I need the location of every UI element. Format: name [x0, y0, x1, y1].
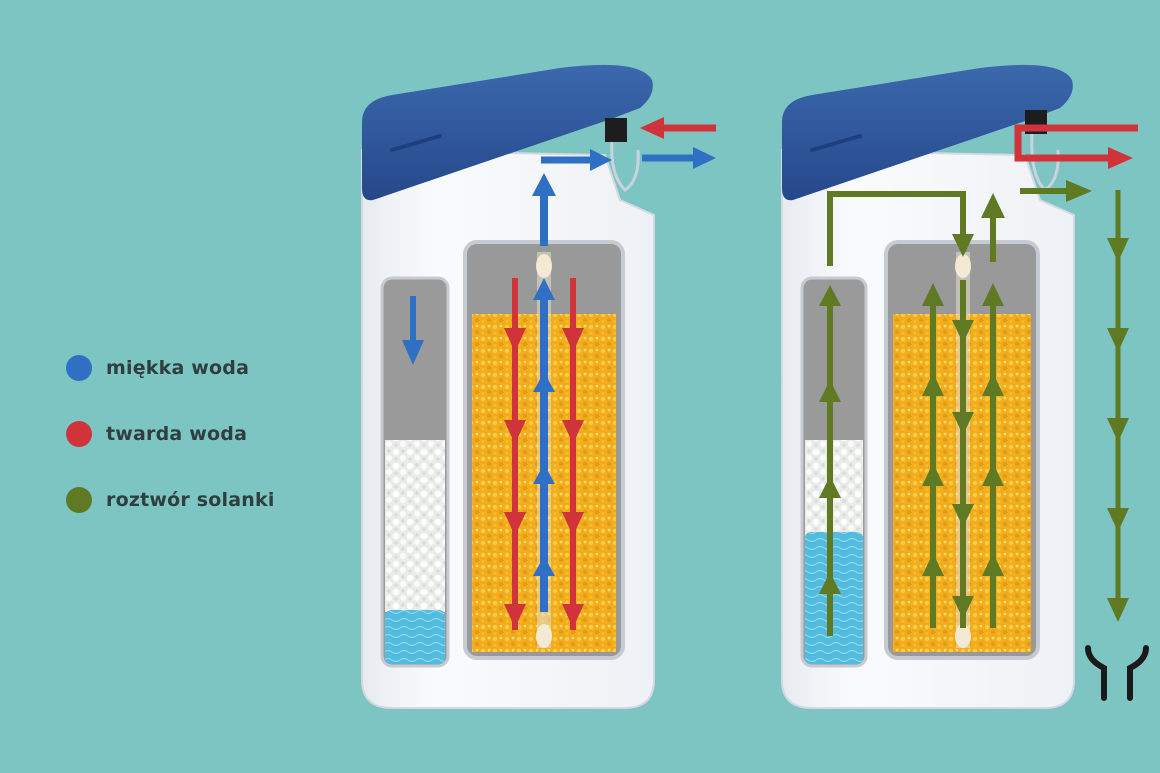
- softener-cap-2: [782, 64, 1073, 201]
- brine-water: [385, 610, 445, 664]
- top-distributor: [536, 254, 552, 278]
- salt-fill: [385, 440, 445, 612]
- legend-item-hard-water: twarda woda: [66, 401, 275, 467]
- legend-label: twarda woda: [106, 423, 248, 445]
- tubing: [610, 141, 640, 192]
- softener-regeneration: [781, 64, 1149, 709]
- green-dot-icon: [66, 487, 92, 513]
- softener-cap: [362, 64, 653, 201]
- bottom-distributor-2: [955, 624, 971, 648]
- cap-groove-2: [810, 134, 862, 152]
- bottom-distributor: [536, 624, 552, 648]
- hard-water-bypass: [1014, 124, 1138, 169]
- brine-water-2: [805, 532, 863, 664]
- brine-flow: [819, 180, 1129, 636]
- soft-water-flow: [402, 147, 716, 612]
- hard-water-flow: [504, 117, 716, 630]
- legend-item-soft-water: miękka woda: [66, 335, 275, 401]
- valve-port: [605, 118, 627, 142]
- cap-groove: [390, 134, 442, 152]
- top-distributor-2: [955, 254, 971, 278]
- softener-service: [361, 64, 716, 709]
- legend-label: miękka woda: [106, 357, 250, 379]
- tubing-2: [1030, 133, 1060, 192]
- red-dot-icon: [66, 421, 92, 447]
- legend: miękka woda twarda woda roztwór solanki: [66, 335, 275, 533]
- legend-label: roztwór solanki: [106, 489, 275, 511]
- drain-icon: [1085, 645, 1149, 701]
- blue-dot-icon: [66, 355, 92, 381]
- legend-item-brine: roztwór solanki: [66, 467, 275, 533]
